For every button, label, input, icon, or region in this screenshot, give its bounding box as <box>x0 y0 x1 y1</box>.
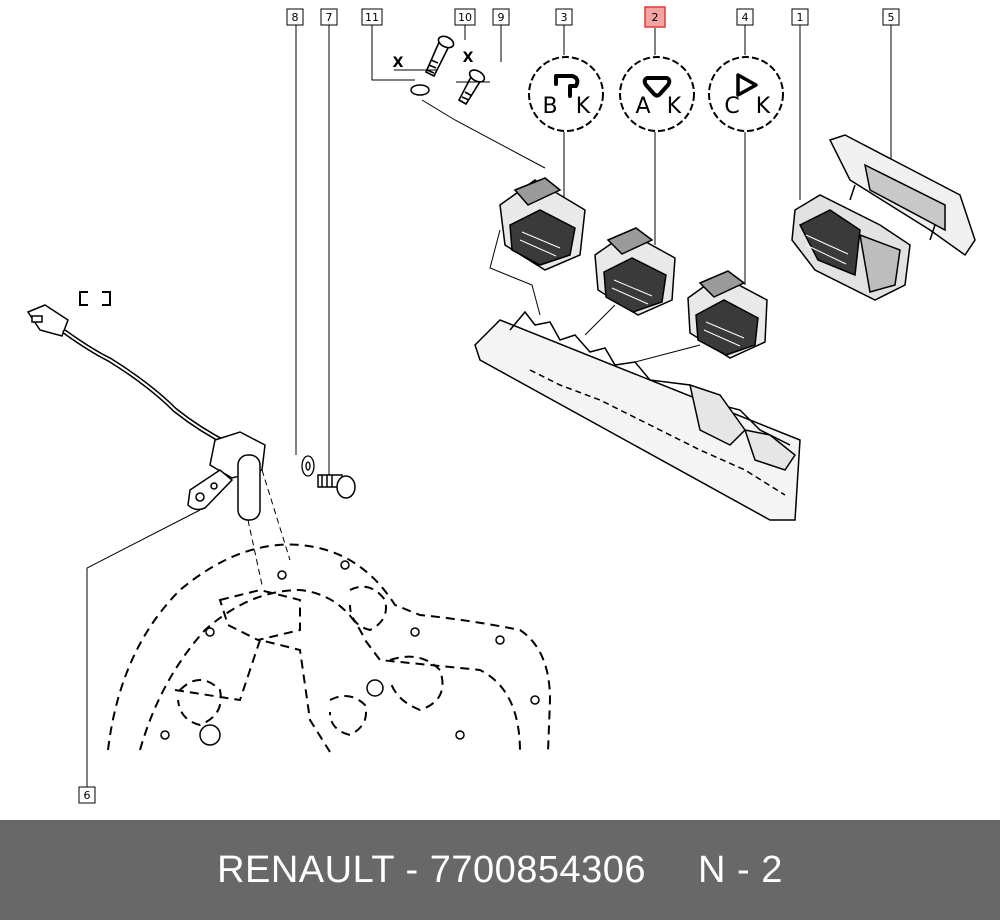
callout-7: 7 <box>320 8 338 26</box>
svg-text:4: 4 <box>742 11 749 24</box>
manifold-rail <box>474 310 801 521</box>
callout-6: 6 <box>78 786 96 804</box>
svg-text:K: K <box>576 94 591 119</box>
bracket-symbol <box>79 291 111 306</box>
svg-text:1: 1 <box>797 11 804 24</box>
coil-marker-bk: B K <box>528 56 604 132</box>
screw-7 <box>317 474 356 499</box>
svg-text:C: C <box>724 94 739 119</box>
coil-marker-ak: A K <box>619 56 695 132</box>
svg-text:K: K <box>756 94 771 119</box>
washer-11 <box>410 84 430 96</box>
callout-11: 11 <box>361 8 383 26</box>
svg-text:9: 9 <box>498 11 505 24</box>
svg-text:6: 6 <box>84 789 91 802</box>
callout-3: 3 <box>555 8 573 26</box>
dimension-x-right: X <box>463 50 474 66</box>
footer-brand-part-number: RENAULT - 7700854306 <box>217 848 647 891</box>
ignition-coil-3 <box>687 270 768 359</box>
callout-1: 1 <box>791 8 809 26</box>
svg-text:7: 7 <box>326 11 333 24</box>
svg-text:B: B <box>542 94 557 119</box>
svg-text:5: 5 <box>888 11 895 24</box>
callout-9: 9 <box>492 8 510 26</box>
leader-lines <box>86 25 892 787</box>
svg-text:10: 10 <box>458 11 472 24</box>
svg-text:8: 8 <box>292 11 299 24</box>
screw-10 <box>424 35 455 78</box>
svg-text:2: 2 <box>652 11 659 24</box>
svg-text:11: 11 <box>365 11 379 24</box>
callout-8: 8 <box>286 8 304 26</box>
sensor-connector <box>26 304 69 337</box>
ignition-coil-2 <box>594 227 676 316</box>
sensor-cable-inner <box>64 331 231 446</box>
footer-bar: RENAULT - 7700854306 N - 2 <box>0 820 1000 920</box>
assembly-arrows <box>489 229 701 363</box>
ignition-coil-1 <box>499 177 586 271</box>
washer-8 <box>301 455 315 477</box>
triangle-outline-icon <box>736 73 758 97</box>
svg-text:A: A <box>635 94 650 119</box>
coil-marker-ck: C K <box>708 56 784 132</box>
callout-2-highlighted[interactable]: 2 <box>644 6 666 28</box>
callout-5: 5 <box>882 8 900 26</box>
svg-text:K: K <box>667 94 682 119</box>
callout-10: 10 <box>454 8 476 26</box>
sensor-mount-dashed <box>247 469 291 586</box>
hook-shape-icon <box>554 74 580 98</box>
svg-text:3: 3 <box>561 11 568 24</box>
sensor-body <box>187 431 266 521</box>
dimension-x-marks <box>394 69 490 83</box>
rounded-triangle-icon <box>642 76 672 98</box>
footer-reference: N - 2 <box>698 848 783 891</box>
screw-9 <box>457 69 486 106</box>
gearbox-bolt-holes <box>160 560 540 746</box>
dimension-x-left: X <box>393 55 404 71</box>
callout-4: 4 <box>736 8 754 26</box>
bracket-5 <box>828 134 976 257</box>
gearbox-housing-outline <box>107 543 552 753</box>
module-1 <box>791 194 911 301</box>
parts-diagram: 8 7 11 10 9 3 2 4 1 5 6 B <box>26 6 976 804</box>
